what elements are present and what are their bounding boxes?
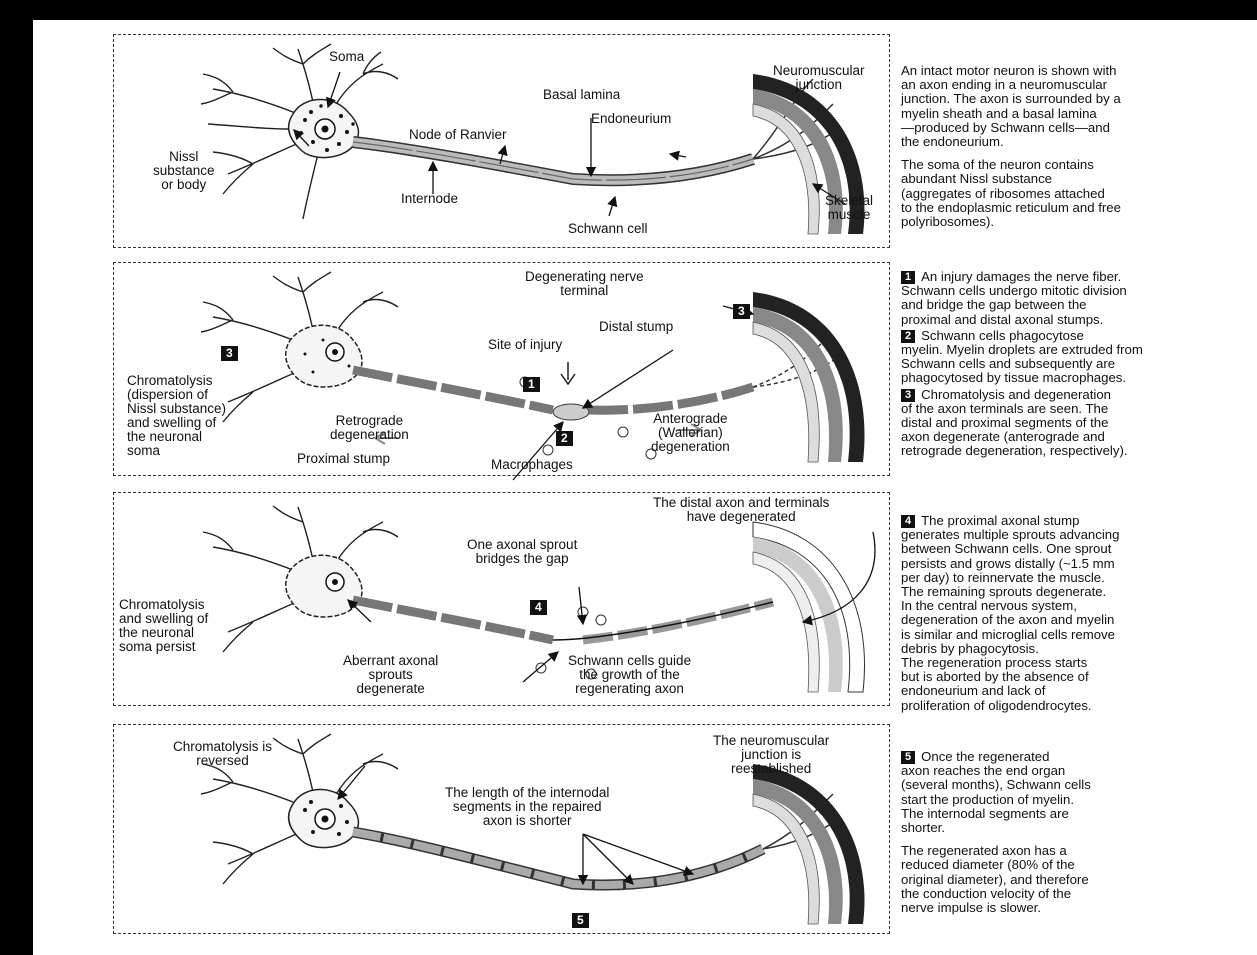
panel-1-desc-para-1: An intact motor neuron is shown with an … [901, 64, 1221, 149]
badge-3-soma: 3 [221, 346, 238, 361]
label-chromatolysis: Chromatolysis (dispersion of Nissl subst… [127, 374, 226, 458]
label-site-of-injury: Site of injury [488, 338, 562, 352]
label-degenerating-terminal: Degenerating nerve terminal [525, 270, 644, 298]
label-internodal-shorter: The length of the internodal segments in… [445, 786, 609, 828]
badge-1: 1 [523, 377, 540, 392]
label-soma: Soma [329, 50, 364, 64]
badge-2: 2 [556, 431, 573, 446]
step-1-text: An injury damages the nerve fiber. Schwa… [901, 269, 1127, 327]
label-aberrant: Aberrant axonal sprouts degenerate [343, 654, 438, 696]
label-retrograde: Retrograde degeneration [330, 414, 409, 442]
label-macrophages: Macrophages [491, 458, 573, 472]
label-chromatolysis-reversed: Chromatolysis is reversed [173, 740, 272, 768]
step-4-badge: 4 [901, 515, 915, 528]
label-distal-degenerated: The distal axon and terminals have degen… [653, 496, 829, 524]
label-node-of-ranvier: Node of Ranvier [409, 128, 507, 142]
panel-2-illustration [113, 262, 890, 476]
label-one-sprout: One axonal sprout bridges the gap [467, 538, 577, 566]
label-schwann-cell: Schwann cell [568, 222, 648, 236]
step-5-text: Once the regenerated axon reaches the en… [901, 749, 1091, 835]
panel-1-description: An intact motor neuron is shown with an … [901, 64, 1221, 238]
step-3-text: Chromatolysis and degeneration of the ax… [901, 387, 1128, 459]
panel-1-desc-para-2: The soma of the neuron contains abundant… [901, 158, 1221, 229]
panel-3-illustration [113, 492, 890, 706]
label-schwann-guide: Schwann cells guide the growth of the re… [568, 654, 691, 696]
panel-4-desc-para: The regenerated axon has a reduced diame… [901, 844, 1221, 915]
label-neuromuscular-junction: Neuromuscular junction [773, 64, 865, 92]
label-distal-stump: Distal stump [599, 320, 673, 334]
label-internode: Internode [401, 192, 458, 206]
badge-5: 5 [572, 913, 589, 928]
badge-3-terminal: 3 [733, 304, 750, 319]
label-nissl: Nissl substance or body [153, 150, 215, 192]
step-2-badge: 2 [901, 330, 915, 343]
step-5-badge: 5 [901, 751, 915, 764]
label-endoneurium: Endoneurium [591, 112, 671, 126]
label-nmj-reestablished: The neuromuscular junction is reestablis… [713, 734, 829, 776]
label-proximal-stump: Proximal stump [297, 452, 390, 466]
badge-4: 4 [530, 600, 547, 615]
figure-page: Soma Neuromuscular junction Basal lamina… [33, 20, 1257, 955]
step-4-text: The proximal axonal stump generates mult… [901, 513, 1119, 713]
label-basal-lamina: Basal lamina [543, 88, 620, 102]
step-3-badge: 3 [901, 389, 915, 402]
step-1-badge: 1 [901, 271, 915, 284]
label-skeletal-muscle: Skeletal muscle [825, 194, 873, 222]
label-anterograde: Anterograde (Wallerian) degeneration [651, 412, 730, 454]
label-chromatolysis-persist: Chromatolysis and swelling of the neuron… [119, 598, 208, 654]
step-2-text: Schwann cells phagocytose myelin. Myelin… [901, 328, 1143, 386]
